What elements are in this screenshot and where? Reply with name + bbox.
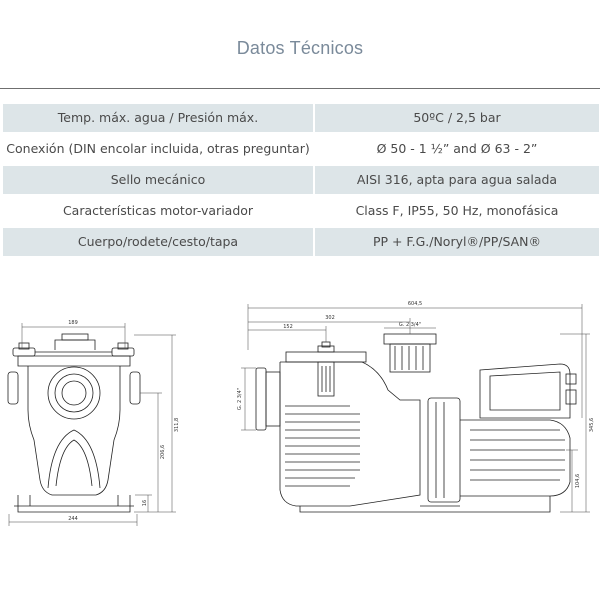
dim-side-axis-height: 104,6 bbox=[575, 474, 581, 488]
spec-label: Cuerpo/rodete/cesto/tapa bbox=[3, 228, 313, 256]
spec-row: Temp. máx. agua / Presión máx. 50ºC / 2,… bbox=[3, 104, 599, 132]
dim-side-total-height: 345,6 bbox=[589, 418, 595, 432]
spec-value: 50ºC / 2,5 bar bbox=[315, 104, 599, 132]
spec-value: PP + F.G./Noryl®/PP/SAN® bbox=[315, 228, 599, 256]
title-divider bbox=[0, 88, 600, 89]
spec-table: Temp. máx. agua / Presión máx. 50ºC / 2,… bbox=[3, 104, 599, 259]
dim-front-base-height: 16 bbox=[142, 500, 148, 506]
dim-front-total-height: 311,8 bbox=[174, 418, 180, 432]
spec-row: Características motor-variador Class F, … bbox=[3, 197, 599, 225]
pump-front-view bbox=[7, 333, 141, 513]
spec-label: Conexión (DIN encolar incluida, otras pr… bbox=[6, 141, 310, 156]
pump-technical-drawing: 189 244 311,8 206,6 16 604,5 302 152 G. … bbox=[7, 301, 595, 526]
dim-side-total-length: 604,5 bbox=[408, 301, 422, 307]
dim-side-inlet-outlet: 302 bbox=[325, 315, 335, 321]
dim-front-top-width: 189 bbox=[68, 320, 78, 326]
spec-label: Temp. máx. agua / Presión máx. bbox=[3, 104, 313, 132]
spec-label: Características motor-variador bbox=[62, 203, 254, 218]
dim-side-outlet-thread: G. 2 3/4" bbox=[399, 322, 421, 328]
spec-value: Class F, IP55, 50 Hz, monofásica bbox=[355, 203, 559, 218]
spec-value: Ø 50 - 1 ½” and Ø 63 - 2” bbox=[376, 141, 538, 156]
spec-label: Sello mecánico bbox=[3, 166, 313, 194]
spec-row: Cuerpo/rodete/cesto/tapa PP + F.G./Noryl… bbox=[3, 228, 599, 256]
page-title: Datos Técnicos bbox=[236, 38, 364, 58]
dim-front-base-width: 244 bbox=[68, 516, 78, 522]
spec-row: Conexión (DIN encolar incluida, otras pr… bbox=[3, 135, 599, 163]
spec-value: AISI 316, apta para agua salada bbox=[315, 166, 599, 194]
spec-row: Sello mecánico AISI 316, apta para agua … bbox=[3, 166, 599, 194]
dim-side-inlet-offset: 152 bbox=[283, 324, 293, 330]
dim-front-axis-height: 206,6 bbox=[160, 445, 166, 459]
dim-side-inlet-thread: G. 2 3/4" bbox=[237, 388, 243, 410]
pump-side-view bbox=[255, 333, 577, 513]
